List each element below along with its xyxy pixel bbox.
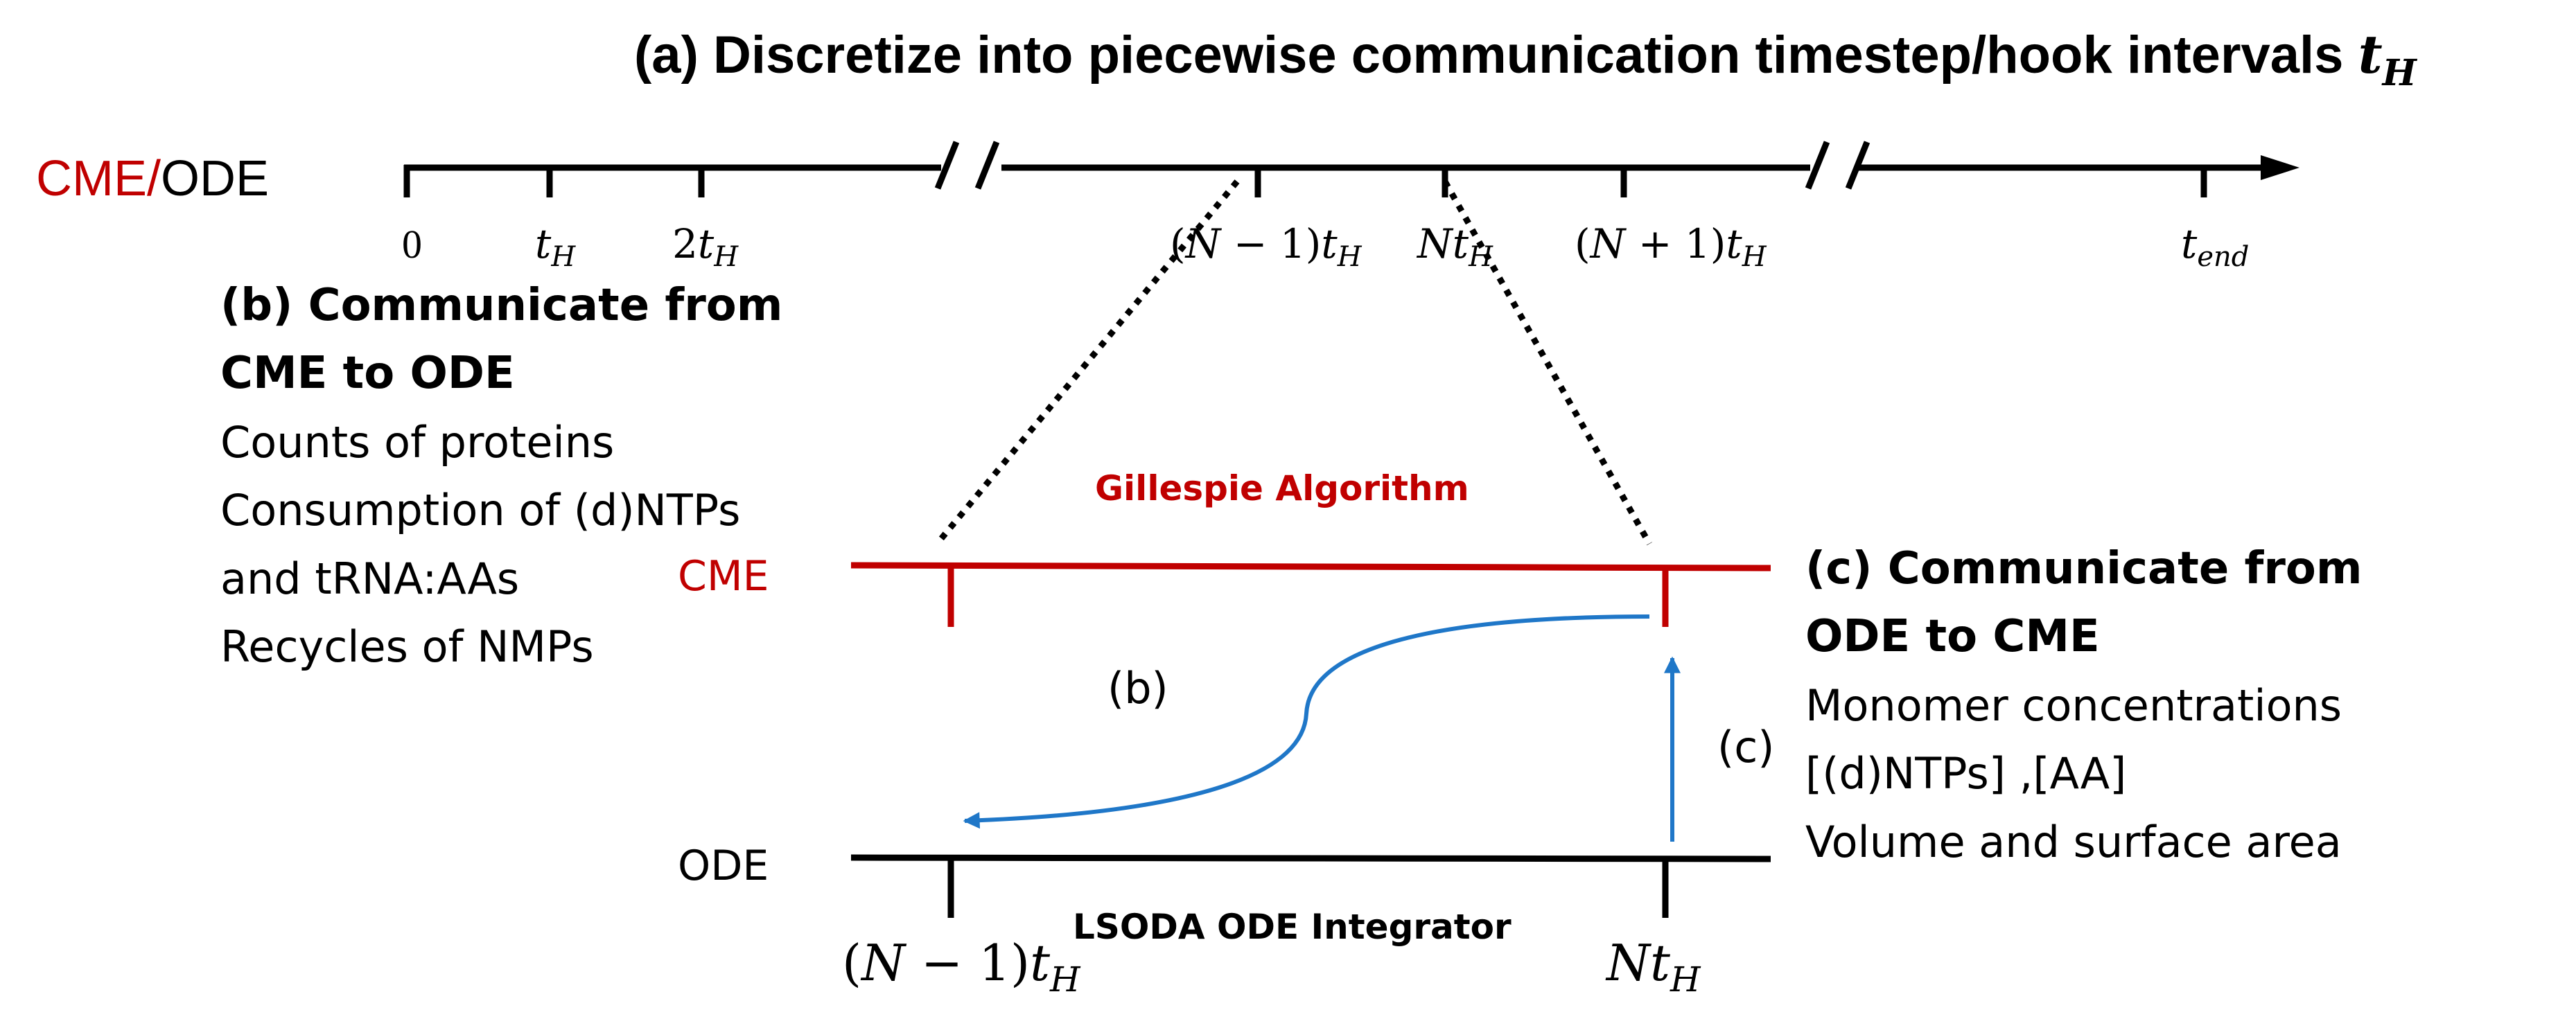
tick-label-n-minus-1: (N − 1)tH [1170,220,1363,273]
timeline-arrowhead [2261,155,2299,180]
axis-break-1b [974,141,1000,190]
zoom-ode-line [850,854,1771,918]
zoom-tick-left-label: (N − 1)tH [842,934,1081,1000]
zoom-cme-line [850,562,1771,627]
timeline-label-slash: / [147,151,161,206]
section-b-item: and tRNA:AAs [220,553,519,604]
section-c-heading-2: ODE to CME [1805,611,2100,662]
zoom-cme-label: CME [678,552,769,601]
arrow-b-cme-to-ode [963,614,1650,829]
section-b: (b) Communicate from CME to ODE Counts o… [220,280,782,672]
arrow-c-label: (c) [1717,722,1774,772]
zoom-lsoda-label: LSODA ODE Integrator [1073,907,1512,947]
tick-label-zero: 0 [402,222,422,267]
zoom-gillespie-label: Gillespie Algorithm [1095,468,1469,508]
timeline-label-cme: CME [36,151,147,206]
axis-break-1a [934,141,960,190]
diagram-title: (a) Discretize into piecewise communicat… [634,24,2418,94]
section-c-item: [(d)NTPs] ,[AA] [1805,748,2126,799]
tick-label-2th: 2tH [672,220,739,273]
ode-line [850,854,1771,862]
section-b-heading-1: (b) Communicate from [220,280,782,331]
section-c-heading-1: (c) Communicate from [1805,543,2363,594]
axis-break-2a [1805,141,1830,190]
timeline-label: CME/ODE [36,151,269,206]
title-sub: H [2381,52,2418,94]
zoom-guide-left [934,179,1240,546]
zoom-ode-label: ODE [678,842,769,890]
zoom-guides [934,179,1652,546]
title-text: (a) Discretize into piecewise communicat… [634,26,2358,85]
title-var: t [2358,24,2383,85]
section-b-item: Recycles of NMPs [220,621,594,672]
section-c-item: Monomer concentrations [1805,680,2342,731]
section-b-item: Counts of proteins [220,417,614,468]
section-b-heading-2: CME to ODE [220,348,515,399]
main-timeline [403,141,2273,197]
tick-label-n: NtH [1416,220,1493,273]
section-c: (c) Communicate from ODE to CME Monomer … [1805,543,2363,867]
tick-label-end: tend [2181,220,2249,273]
zoom-tick-right-label: NtH [1605,934,1701,1000]
tick-label-n-plus-1: (N + 1)tH [1575,220,1767,273]
arrow-b-label: (b) [1107,663,1168,714]
cme-line [850,562,1771,571]
axis-break-2b [1845,141,1870,190]
section-c-item: Volume and surface area [1805,817,2342,867]
tick-label-th: tH [535,220,576,273]
section-b-item: Consumption of (d)NTPs [220,485,740,535]
timeline-label-ode: ODE [161,151,269,206]
zoom-guide-right [1442,179,1652,546]
